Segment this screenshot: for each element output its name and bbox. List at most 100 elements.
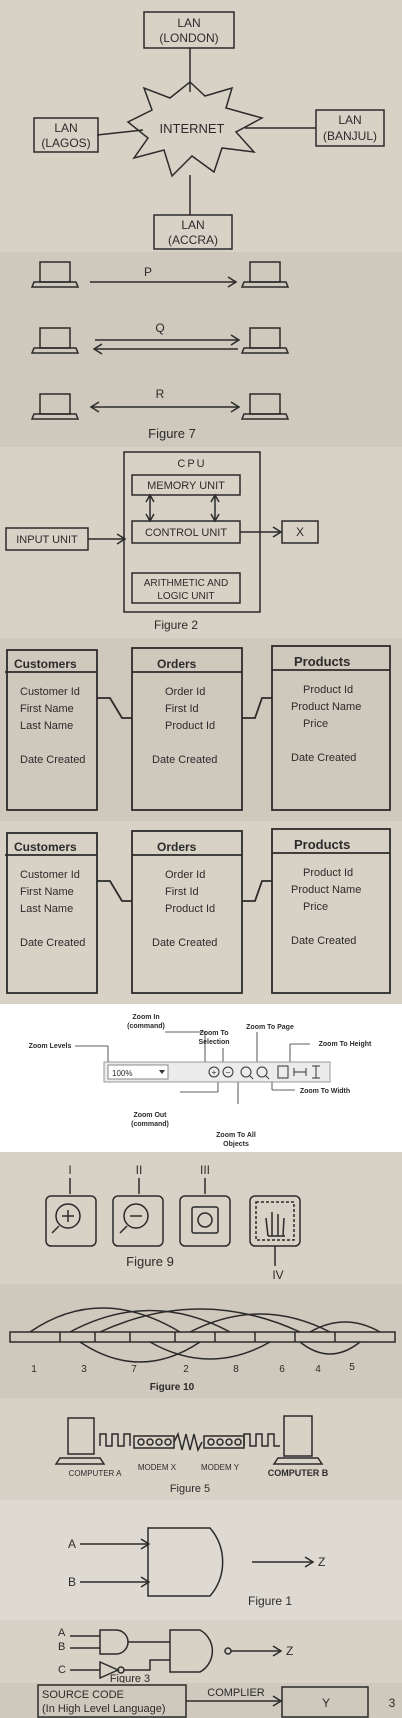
lan-banjul-line2: (BANJUL) (323, 129, 377, 143)
table-title-customers: Customers (14, 657, 77, 671)
cell-number: 8 (233, 1364, 239, 1375)
input-b-label: B (68, 1575, 76, 1589)
modem-x (133, 1435, 175, 1449)
digital-signal (99, 1433, 131, 1447)
alu-label-line1: ARITHMETIC AND (144, 578, 228, 589)
modem-x-label: MODEM X (138, 1463, 177, 1472)
label-i: I (68, 1163, 71, 1177)
zoom-to-all-caption-2: Objects (223, 1141, 249, 1148)
lan-lagos-box (33, 117, 99, 153)
products-table-box (271, 828, 391, 994)
table-title-products: Products (294, 654, 350, 669)
nand-gate (169, 1629, 214, 1673)
tables-diagram-a: Customers Customer Id First Name Last Na… (0, 638, 402, 821)
arrow-head-icon (140, 1576, 151, 1588)
plus-icon: + (212, 1068, 217, 1077)
figure3-caption: Figure 3 (110, 1673, 150, 1683)
laptop-icon (30, 393, 80, 420)
table-field: Product Id (165, 903, 215, 915)
table-field: Last Name (20, 720, 73, 732)
and-gate (99, 1629, 129, 1655)
zoom-to-width-button[interactable] (293, 1068, 307, 1076)
laptop-icon (30, 327, 80, 354)
zoom-to-selection-caption-2: Selection (198, 1039, 229, 1046)
customers-table-box (6, 649, 98, 811)
analog-signal (173, 1431, 203, 1453)
tables-diagram-b: Customers Customer Id First Name Last Na… (0, 821, 402, 1004)
relation-connector (97, 880, 132, 902)
zoom-to-height-button[interactable] (312, 1065, 320, 1079)
cell-number: 4 (315, 1364, 321, 1375)
zoom-toolbar-figure: Zoom In (command) Zoom To Selection Zoom… (0, 1004, 402, 1152)
page-number: 3 (389, 1696, 396, 1710)
table-field: Customer Id (20, 686, 80, 698)
table-title-orders: Orders (157, 840, 197, 854)
figure3-svg: A B C Z Figure 3 (58, 1627, 293, 1683)
tables-a-svg: Customers Customer Id First Name Last Na… (5, 645, 391, 811)
network-diagram: LAN (LONDON) LAN (LAGOS) LAN (BANJUL) LA… (0, 0, 402, 252)
zoom-svg: Zoom In (command) Zoom To Selection Zoom… (29, 1014, 372, 1148)
source-code-label-2: (In High Level Language) (42, 1703, 166, 1715)
jump-arc (29, 1307, 181, 1333)
zoom-to-all-button[interactable] (256, 1066, 270, 1080)
table-field: Date Created (291, 935, 356, 947)
arrow-head-icon (304, 1556, 315, 1568)
lan-accra-line2: (ACCRA) (168, 233, 218, 247)
alu-label-line2: LOGIC UNIT (157, 591, 214, 602)
relation-connector (242, 697, 272, 719)
figure9-caption: Figure 9 (126, 1254, 174, 1269)
jump-arc (149, 1341, 271, 1360)
zoom-out-tool-button (112, 1195, 164, 1247)
zoom-to-page-button[interactable] (277, 1065, 289, 1079)
minus-icon: − (226, 1068, 231, 1077)
table-field: Date Created (20, 754, 85, 766)
memory-strip (9, 1331, 396, 1343)
table-field: Price (303, 718, 328, 730)
zoom-to-all-caption-1: Zoom To All (216, 1132, 256, 1139)
figure10-caption: Figure 10 (150, 1382, 195, 1393)
zoom-out-caption-1: Zoom Out (133, 1112, 167, 1119)
jump-arc (299, 1341, 361, 1355)
lan-banjul-line1: LAN (338, 113, 361, 127)
zoom-in-button[interactable]: + (208, 1066, 220, 1078)
arrow-head-icon (272, 1645, 283, 1657)
orders-table-box (131, 647, 243, 811)
compiler-svg: SOURCE CODE (In High Level Language) COM… (37, 1684, 396, 1718)
zoom-out-button[interactable]: − (222, 1066, 234, 1078)
figure5-caption: Figure 5 (170, 1483, 210, 1495)
lan-london-box (143, 11, 235, 49)
jump-arc (189, 1313, 331, 1333)
zoom-to-height-caption: Zoom To Height (319, 1041, 372, 1048)
table-field: Price (303, 901, 328, 913)
input-unit-label: INPUT UNIT (16, 534, 78, 546)
customers-table-box (6, 832, 98, 994)
memory-unit-box (131, 474, 241, 496)
figure1-caption: Figure 1 (248, 1594, 292, 1608)
input-c-label: C (58, 1664, 66, 1676)
arrow-head-icon (272, 526, 283, 538)
arrow-head-icon (92, 343, 103, 355)
cpu-label: CPU (177, 458, 206, 470)
cell-number: 7 (131, 1364, 137, 1375)
output-z-label: Z (318, 1555, 325, 1569)
tables-b-svg: Customers Customer Id First Name Last Na… (5, 828, 391, 994)
zoom-level-select[interactable] (107, 1064, 169, 1080)
zoom-in-caption-2: (command) (127, 1023, 165, 1030)
jump-arc (99, 1308, 301, 1333)
zoom-in-tool-button (45, 1195, 97, 1247)
figure9-panel: I II III Figure 9 IV (0, 1152, 402, 1284)
cell-number: 5 (349, 1362, 355, 1373)
figure7-panel: P Q R Figure 7 (0, 252, 402, 447)
label-iii: III (200, 1163, 210, 1177)
modem-y (203, 1435, 245, 1449)
internet-cloud-shape (126, 81, 264, 178)
computer-b-label: COMPUTER B (268, 1468, 329, 1478)
table-field: First Name (20, 886, 74, 898)
alu-box (131, 572, 241, 604)
zoom-level-value: 100% (112, 1069, 132, 1078)
chevron-down-icon (159, 1070, 165, 1074)
zoom-to-selection-button[interactable] (240, 1066, 254, 1080)
lan-lagos-line1: LAN (54, 121, 77, 135)
zoom-out-caption-2: (command) (131, 1121, 169, 1128)
laptop-icon (240, 261, 290, 288)
